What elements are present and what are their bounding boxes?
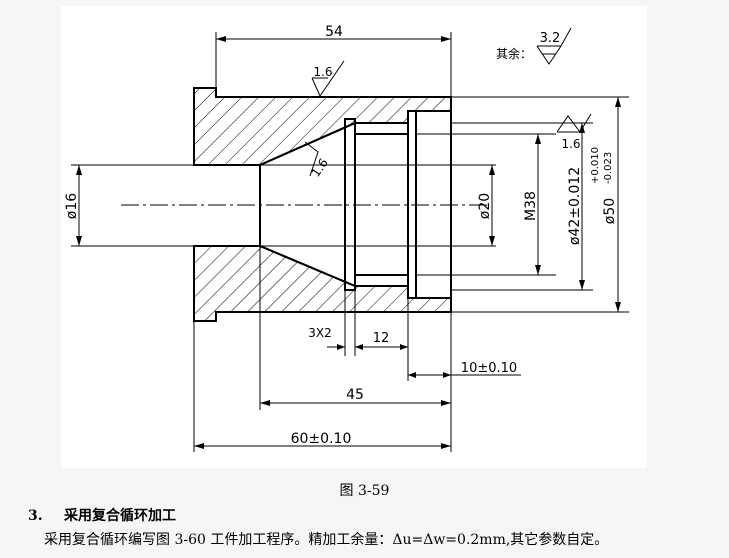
roughness-symbol-top (311, 60, 345, 98)
roughness-top-value: 1.6 (313, 65, 332, 79)
dim-3x2: 3X2 (308, 326, 332, 340)
upper-section-hatch (193, 87, 452, 166)
paragraph: 采用复合循环编写图 3-60 工件加工程序。精加工余量：Δu=Δw=0.2mm,… (44, 532, 609, 548)
section-title: 采用复合循环加工 (64, 508, 176, 524)
roughness-symbol-bore (556, 113, 592, 133)
dim-m38: M38 (523, 191, 539, 221)
roughness-bore-value: 1.6 (561, 137, 580, 151)
dim-dia20: ø20 (477, 193, 493, 219)
dimension-lines (78, 38, 619, 447)
dim-54: 54 (325, 24, 343, 40)
lower-section-hatch (193, 245, 452, 322)
roughness-rest-label: 其余： (496, 46, 532, 61)
extension-lines (71, 32, 629, 452)
roughness-symbol-cone (304, 141, 319, 177)
arrowheads (76, 36, 621, 449)
dim-12: 12 (373, 331, 390, 346)
part-drawing-svg: 54 60±0.10 45 3X2 12 10±0.10 ø16 ø20 M38… (64, 24, 629, 452)
dim-45: 45 (346, 387, 364, 403)
roughness-rest-value: 3.2 (540, 31, 561, 46)
figure-caption: 图 3-59 (339, 483, 390, 499)
dim-dia50-upper: +0.010 (590, 147, 601, 184)
dim-dia50-lower: -0.023 (603, 152, 614, 184)
dim-dia50: ø50 (602, 198, 618, 224)
engineering-drawing: 54 60±0.10 45 3X2 12 10±0.10 ø16 ø20 M38… (61, 6, 647, 468)
dim-dia42: ø42±0.012 (567, 167, 583, 245)
section-heading: 3. 采用复合循环加工 (28, 505, 176, 525)
roughness-cone-value: 1.6 (309, 156, 331, 180)
section-number: 3. (28, 508, 43, 524)
roughness-symbol-rest (536, 27, 572, 65)
dim-dia16: ø16 (64, 193, 80, 219)
dim-60: 60±0.10 (291, 431, 352, 447)
dim-10: 10±0.10 (461, 361, 517, 376)
